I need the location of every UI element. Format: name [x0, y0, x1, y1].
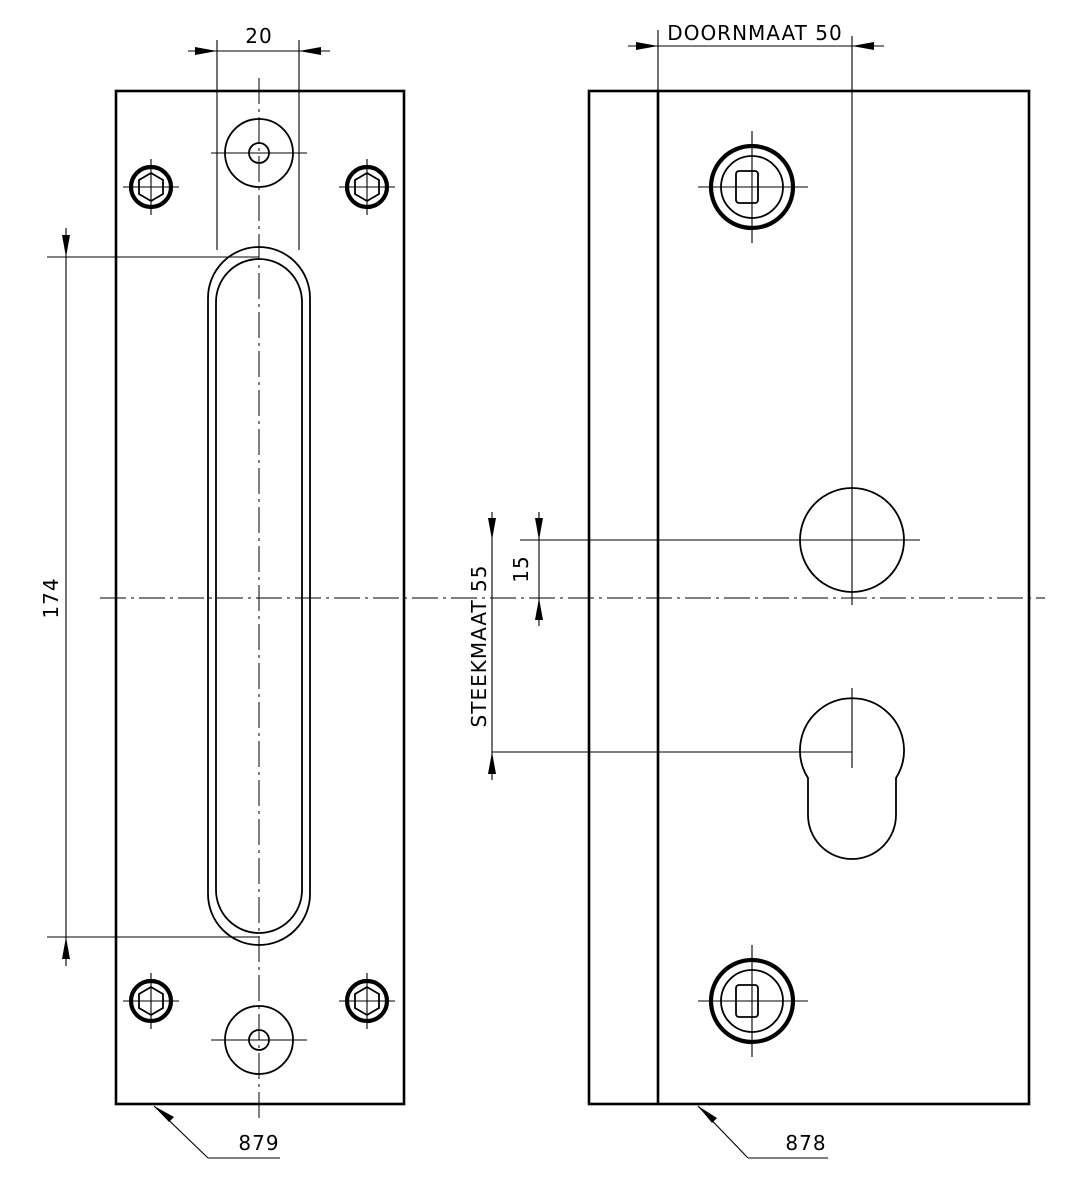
part-label-878-text: 878: [785, 1131, 826, 1155]
dimension-174: 174: [39, 228, 259, 966]
hex-screw-bottom-right: [339, 973, 395, 1029]
dimension-steekmaat-label: STEEKMAAT 55: [467, 565, 491, 728]
pull-slot: [207, 246, 311, 946]
dimension-20: 20: [188, 24, 330, 250]
left-plate-view: 20 174 879: [39, 24, 1045, 1159]
right-plate-outline: [587, 89, 1031, 1106]
dimension-doornmaat: DOORNMAAT 50: [628, 21, 884, 91]
cylinder-hole: [492, 697, 905, 860]
lock-screw-top: [698, 131, 808, 243]
hex-screw-top-left: [123, 159, 179, 215]
dimension-15-label: 15: [509, 555, 533, 582]
top-fixing-hole: [211, 118, 307, 188]
dimension-15: 15: [509, 512, 543, 626]
part-label-879-text: 879: [238, 1131, 279, 1155]
right-plate-view: DOORNMAAT 50 STEEKMAAT 55 15 878: [467, 21, 1031, 1159]
hex-screw-top-right: [339, 159, 395, 215]
hex-screw-bottom-left: [123, 973, 179, 1029]
bottom-fixing-hole: [211, 1005, 307, 1075]
dimension-20-label: 20: [245, 24, 272, 48]
dimension-steekmaat: STEEKMAAT 55: [467, 512, 496, 780]
dimension-174-label: 174: [39, 577, 63, 618]
spindle-hole: [520, 487, 920, 593]
part-label-879: 879: [153, 1105, 280, 1159]
lock-screw-bottom: [698, 945, 808, 1057]
part-label-878: 878: [697, 1105, 828, 1159]
dimension-doornmaat-label: DOORNMAAT 50: [667, 21, 842, 45]
